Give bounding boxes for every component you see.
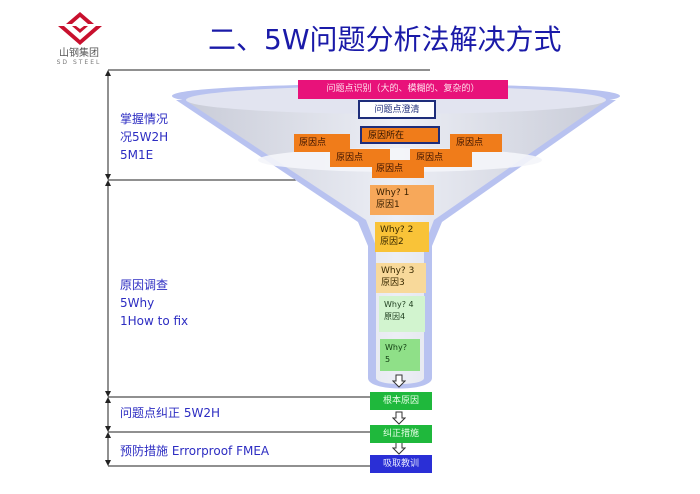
why-question: Why? 2 — [380, 225, 414, 235]
corrective-action-box: 纠正措施 — [370, 425, 432, 443]
down-arrow-icon — [392, 374, 406, 388]
problem-identification-box: 问题点识别（大的、模糊的、复杂的） — [298, 80, 508, 99]
why-question: Why? 1 — [376, 188, 410, 198]
why-3-box: Why? 3 原因3 — [376, 263, 426, 293]
stage-correction-title: 问题点纠正 5W2H — [120, 406, 220, 420]
why-1-box: Why? 1 原因1 — [370, 185, 434, 215]
stage-situation-title: 掌握情况 — [120, 112, 169, 126]
root-cause-box: 根本原因 — [370, 392, 432, 410]
why-question: Why? 4 — [384, 300, 414, 309]
logo-company-english: SD STEEL — [56, 59, 102, 66]
cause-point-box: 原因点 — [410, 149, 472, 167]
stage-brackets — [107, 69, 430, 467]
why-cause: 原因2 — [380, 237, 404, 247]
sd-steel-logo-icon — [58, 12, 102, 45]
stage-investigation-method: 5Why — [120, 296, 155, 310]
stage-correction: 问题点纠正 5W2H — [120, 404, 220, 422]
stage-investigation-title: 原因调查 — [120, 278, 169, 292]
down-arrow-icon — [392, 411, 406, 425]
why-4-box: Why? 4 原因4 — [379, 296, 425, 332]
cause-point-box: 原因点 — [372, 160, 424, 178]
lessons-learned-box: 吸取教训 — [370, 455, 432, 473]
down-arrow-icon — [392, 441, 406, 455]
logo-company-name: 山钢集团 — [59, 48, 99, 59]
why-5-box: Why? 5 — [380, 339, 420, 371]
why-cause: 原因4 — [384, 312, 406, 321]
why-cause: 5 — [385, 355, 391, 364]
why-cause: 原因1 — [376, 200, 400, 210]
stage-investigation: 原因调查 5Why 1How to fix — [120, 276, 188, 330]
problem-clarification-box: 问题点澄清 — [358, 100, 436, 119]
stage-prevention: 预防措施 Errorproof FMEA — [120, 442, 269, 460]
why-question: Why? — [385, 343, 407, 352]
stage-situation-method: 5M1E — [120, 148, 154, 162]
why-question: Why? 3 — [381, 266, 415, 276]
stage-situation: 掌握情况 况5W2H 5M1E — [120, 110, 168, 164]
stage-prevention-title: 预防措施 Errorproof FMEA — [120, 444, 270, 458]
stage-situation-method: 况5W2H — [120, 130, 169, 144]
company-logo — [50, 12, 110, 62]
cause-point-box: 原因点 — [450, 134, 502, 152]
cause-location-box: 原因所在 — [360, 126, 440, 144]
stage-investigation-method: 1How to fix — [120, 314, 189, 328]
why-2-box: Why? 2 原因2 — [375, 222, 429, 252]
cause-point-box: 原因点 — [294, 134, 350, 152]
page-title: 二、5W问题分析法解决方式 — [208, 23, 562, 56]
why-cause: 原因3 — [381, 278, 405, 288]
